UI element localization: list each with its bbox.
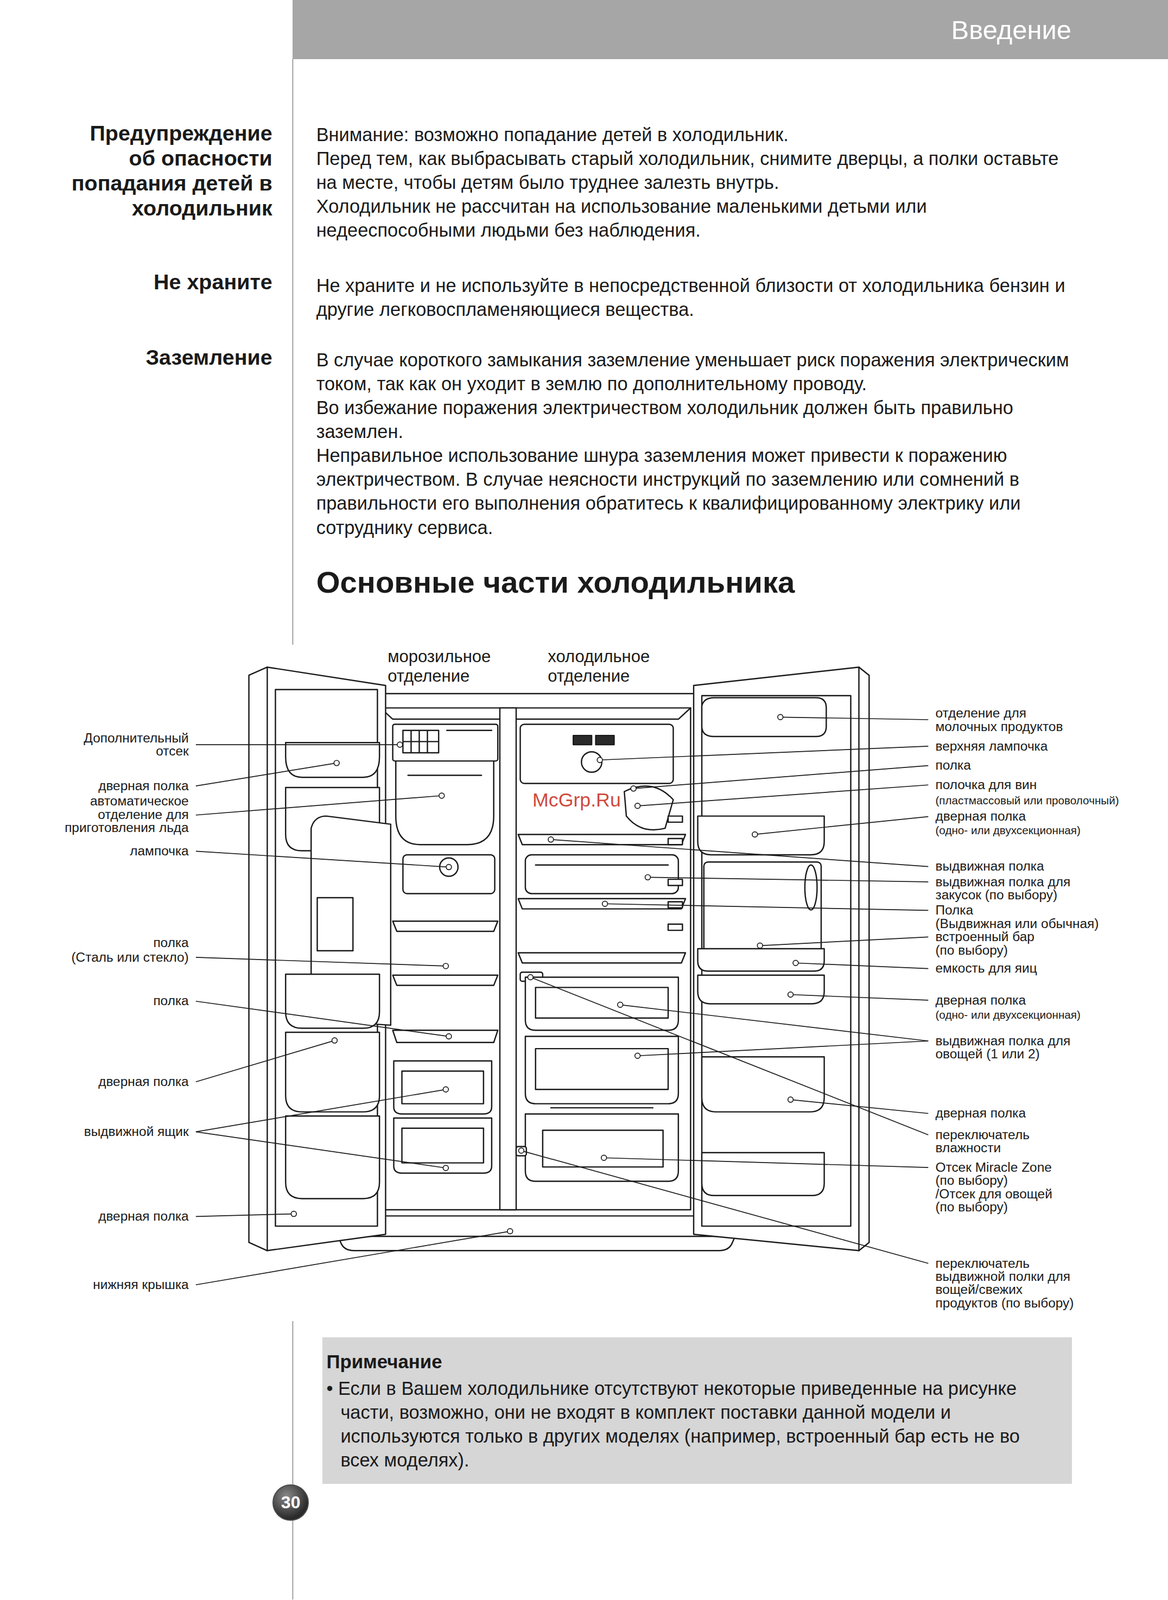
side-heading: Предупреждение об опасности попадания де… [68,120,273,221]
part-label: дверная полка [935,993,1026,1007]
part-label: дверная полка [98,1209,189,1223]
part-label: полка [153,994,189,1008]
part-label: нижняя крышка [92,1278,189,1292]
part-label: переключатель выдвижной полки для вощей/… [935,1257,1084,1311]
body-text: Не храните и не используйте в непосредст… [316,273,1072,322]
body-text: Внимание: возможно попадание детей в хол… [316,122,1072,147]
part-label: /Отсек для овощей (по выбору) [935,1187,1066,1215]
part-label: переключатель влажности [935,1128,1058,1155]
part-label: Полка [935,903,974,917]
part-label: дверная полка [98,1075,189,1089]
body-text: Холодильник не рассчитан на использовани… [316,194,1072,243]
section-title: Основные части холодильника [316,563,796,601]
part-label: автоматическое отделение для приготовлен… [46,794,189,835]
watermark: McGrp.Ru [532,789,621,811]
note-box: Примечание• Если в Вашем холодильнике от… [322,1337,1072,1484]
body-text: В случае короткого замыкания заземление … [316,347,1072,396]
part-label: полочка для вин [935,778,1037,792]
part-label: выдвижная полка для закусок (по выбору) [935,875,1089,903]
part-label: полка [153,936,189,950]
part-note: (пластмассовый или проволочный) [935,794,1119,808]
part-label: дверная полка [98,779,189,793]
node-heading: Введение [951,14,1072,46]
part-label: отделение для молочных продуктов [935,706,1084,734]
part-note: (одно- или двухсекционная) [935,824,1081,837]
part-label: емкость для яиц [935,961,1037,975]
part-label: полка [935,758,971,772]
compartment-label: морозильное отделение [387,646,511,687]
page-number-badge: 30 [272,1484,310,1522]
node-body: • Если в Вашем холодильнике отсутствуют … [326,1376,1060,1472]
header-band: Введение [292,0,1168,60]
part-label: дверная полка [935,809,1026,823]
part-label: Дополнительный отсек [76,731,189,759]
node-heading: Примечание [326,1349,1060,1374]
part-label: верхняя лампочка [935,739,1048,753]
part-label: выдвижная полка для овощей (1 или 2) [935,1034,1089,1062]
part-label: дверная полка [935,1106,1026,1120]
part-label: лампочка [129,844,189,858]
body-text: Неправильное использование шнура заземле… [316,443,1072,540]
part-label: (Сталь или стекло) [71,950,189,964]
part-label: выдвижной ящик [84,1125,189,1139]
part-label: Отсек Miracle Zone (по выбору) [935,1160,1066,1188]
body-text: Во избежание поражения электричеством хо… [316,395,1072,444]
part-label: выдвижная полка [935,859,1044,873]
side-heading: Не храните [153,269,273,295]
part-label: (Выдвижная или обычная) [935,917,1099,931]
part-note: (одно- или двухсекционная) [935,1008,1081,1022]
node-heading: 30 [281,1493,301,1512]
side-heading: Заземление [145,344,272,370]
compartment-label: холодильное отделение [547,646,671,687]
part-label: встроенный бар (по выбору) [935,930,1053,957]
body-text: Перед тем, как выбрасывать старый холоди… [316,146,1072,195]
